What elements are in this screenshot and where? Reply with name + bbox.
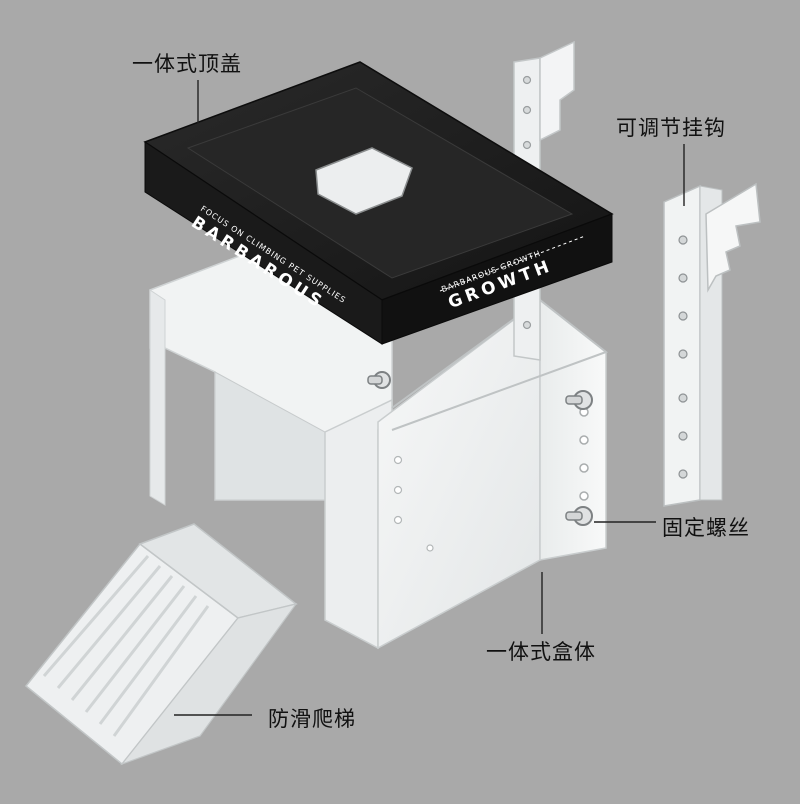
screw-icon [565, 506, 593, 526]
box-side-holes [579, 407, 589, 501]
ladder-icon [24, 523, 298, 766]
screw-icon [565, 390, 593, 410]
hook-icon [663, 182, 761, 507]
callout-screw-label: 固定螺丝 [662, 516, 750, 540]
screw-icon [367, 371, 391, 389]
lid-right-face [381, 213, 613, 345]
lid: FOCUS ON CLIMBING PET SUPPLIES BARBAROUS… [143, 61, 614, 345]
box-right-face [539, 298, 607, 561]
box-front-holes [393, 455, 434, 552]
box-left-wing-front [149, 289, 166, 506]
callout-lines [174, 80, 685, 716]
callout-ladder-label: 防滑爬梯 [268, 707, 356, 731]
callout-hook-label: 可调节挂钩 [616, 116, 726, 140]
box-body [149, 251, 609, 650]
callout-lid-label: 一体式顶盖 [132, 52, 242, 76]
callout-body-label: 一体式盒体 [486, 640, 596, 664]
lid-hex-opening [315, 147, 413, 215]
